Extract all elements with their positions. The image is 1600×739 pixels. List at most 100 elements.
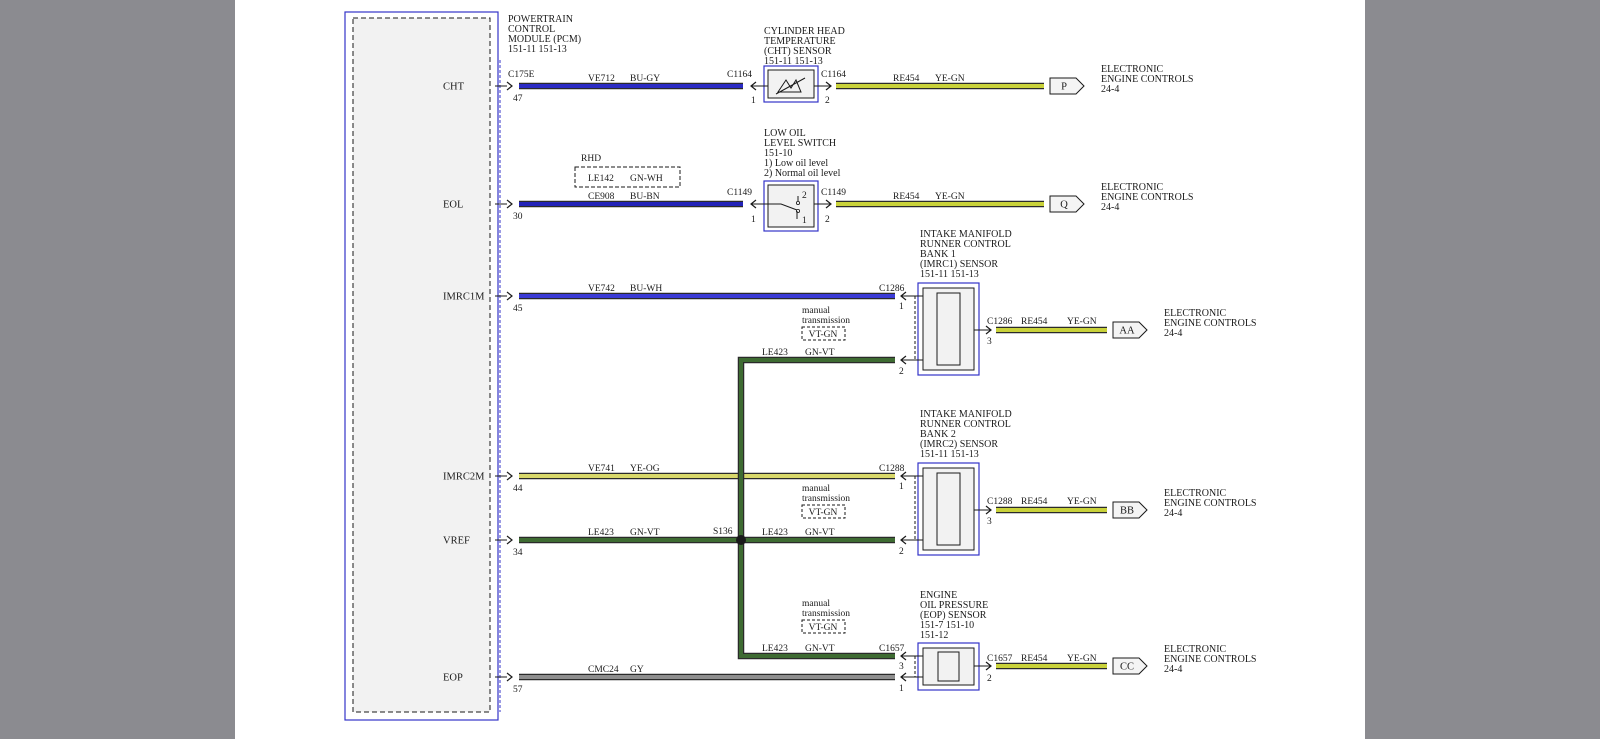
imrc2-pin-sig: 1: [899, 482, 904, 492]
imrc2-title-line-1: RUNNER CONTROL: [920, 419, 1011, 430]
cht-sensor-title-line-3: 151-11 151-13: [764, 56, 823, 67]
pin-number-eol: 30: [513, 212, 523, 222]
pcm-title-line-3: 151-11 151-13: [508, 44, 567, 55]
wire-imrc2-out-circuit: RE454: [1021, 497, 1048, 507]
eol-pin-out: 2: [825, 215, 830, 225]
connector-tag-imrc2-text: BB: [1120, 506, 1134, 517]
cht-conn-out: C1164: [821, 70, 846, 80]
pin-arrow-imrc2m: [506, 471, 513, 481]
imrc2-title-line-3: (IMRC2) SENSOR: [920, 439, 998, 450]
destination-label-imrc1-line-2: 24-4: [1164, 328, 1182, 339]
connector-tag-imrc2: [1112, 501, 1148, 519]
splice-label: S136: [713, 527, 733, 537]
imrc1-pin-sig: 1: [899, 302, 904, 312]
imrc2-outline: [917, 462, 980, 556]
imrc2-pin-out: 3: [987, 517, 992, 527]
cht-sensor-title-line-2: (CHT) SENSOR: [764, 46, 832, 57]
destination-label-cht-line-0: ELECTRONIC: [1101, 64, 1164, 75]
wire-imrc2m-circuit: VE741: [588, 464, 615, 474]
wire-vref-branch-circuit-2: LE423: [762, 644, 788, 654]
destination-label-eol-line-1: ENGINE CONTROLS: [1101, 192, 1194, 203]
wire-vref-circuit: LE423: [588, 528, 614, 538]
pcm-title-line-0: POWERTRAIN: [508, 14, 573, 25]
pcm-outline: [344, 11, 499, 721]
wire-vref-branch-color-2: GN-VT: [805, 644, 835, 654]
connector-tag-eop-text: CC: [1120, 662, 1134, 673]
destination-label-eol-line-0: ELECTRONIC: [1101, 182, 1164, 193]
eop-sensor-title-line-1: OIL PRESSURE: [920, 600, 988, 611]
wire-vref-color: GN-VT: [630, 528, 660, 538]
pin-arrow-eop: [506, 672, 513, 682]
wire-vref-branch-color-1: GN-VT: [805, 528, 835, 538]
destination-label-imrc2-line-1: ENGINE CONTROLS: [1164, 498, 1257, 509]
pin-arrow-imrc1m: [506, 291, 513, 301]
manual-note-imrc1-box: [801, 326, 846, 341]
pressure-element-icon: [937, 651, 960, 682]
wire-eop-circuit: CMC24: [588, 665, 619, 675]
imrc2-pin-ref: 2: [899, 547, 904, 557]
imrc1-conn-in: C1286: [879, 284, 905, 294]
manual-note-eop-box: [801, 619, 846, 634]
imrc2-conn-out: C1288: [987, 497, 1013, 507]
manual-note-imrc1-line-0: manual: [802, 306, 830, 316]
destination-label-cht-line-1: ENGINE CONTROLS: [1101, 74, 1194, 85]
manual-note-imrc2-color: VT-GN: [809, 508, 838, 518]
destination-label-eop-line-1: ENGINE CONTROLS: [1164, 654, 1257, 665]
eol-switch-title-line-2: 151-10: [764, 148, 792, 159]
wire-eol-color: BU-BN: [630, 192, 660, 202]
manual-note-eop-line-1: transmission: [802, 609, 850, 619]
wire-eol-circuit: CE908: [588, 192, 615, 202]
wire-cht-out-color: YE-GN: [935, 74, 965, 84]
wire-vref-branch-circuit-1: LE423: [762, 528, 788, 538]
eol-pin-in: 1: [751, 215, 756, 225]
destination-label-imrc2-line-0: ELECTRONIC: [1164, 488, 1227, 499]
signal-eop: EOP: [443, 673, 463, 684]
manual-note-eop-color: VT-GN: [809, 623, 838, 633]
rhd-note-circuit: LE142: [588, 174, 614, 184]
cht-pin-in: 1: [751, 96, 756, 106]
signal-eol: EOL: [443, 200, 463, 211]
manual-note-eop-line-0: manual: [802, 599, 830, 609]
eop-sensor-title-line-3: 151-7 151-10: [920, 620, 974, 631]
eop-sensor-title-line-4: 151-12: [920, 630, 948, 641]
eop-conn-in: C1657: [879, 644, 905, 654]
switch-pos-2: 2: [802, 191, 807, 201]
connector-tag-eol-text: Q: [1060, 200, 1068, 211]
eol-conn-in: C1149: [727, 188, 752, 198]
rhd-note-label: RHD: [581, 154, 601, 164]
wire-cht-circuit: VE712: [588, 74, 615, 84]
eol-switch-title-line-4: 2) Normal oil level: [764, 168, 841, 179]
imrc1-outline: [917, 282, 980, 376]
switch-pos-1: 1: [802, 216, 807, 226]
eop-pin-out: 2: [987, 674, 992, 684]
destination-label-imrc1-line-0: ELECTRONIC: [1164, 308, 1227, 319]
wire-eop-out-color: YE-GN: [1067, 654, 1097, 664]
imrc1-actuator-icon: [936, 292, 961, 366]
imrc1-pin-out: 3: [987, 337, 992, 347]
imrc2-actuator-icon: [936, 472, 961, 546]
imrc2-title-line-4: 151-11 151-13: [920, 449, 979, 460]
splice-s136: [736, 535, 746, 545]
imrc2-title-line-2: BANK 2: [920, 429, 956, 440]
eop-conn-out: C1657: [987, 654, 1013, 664]
wire-imrc1m-circuit: VE742: [588, 284, 615, 294]
connector-tag-cht: [1049, 77, 1085, 95]
pin-number-cht: 47: [513, 94, 523, 104]
pcm-body: [352, 17, 491, 713]
signal-imrc1m: IMRC1M: [443, 292, 485, 303]
cht-sensor-title-line-0: CYLINDER HEAD: [764, 26, 845, 37]
eol-conn-out: C1149: [821, 188, 846, 198]
wire-eop-color: GY: [630, 665, 644, 675]
pin-number-vref: 34: [513, 548, 523, 558]
pin-number-eop: 57: [513, 685, 523, 695]
imrc2-conn-in: C1288: [879, 464, 905, 474]
imrc1-pin-ref: 2: [899, 367, 904, 377]
wire-eol-out-color: YE-GN: [935, 192, 965, 202]
manual-note-imrc1-line-1: transmission: [802, 316, 850, 326]
eol-switch-body: [767, 184, 815, 228]
wire-vref-branch-circuit-0: LE423: [762, 348, 788, 358]
eol-switch-title-line-1: LEVEL SWITCH: [764, 138, 836, 149]
pin-arrow-cht: [506, 81, 513, 91]
wire-imrc2m-color: YE-OG: [630, 464, 660, 474]
